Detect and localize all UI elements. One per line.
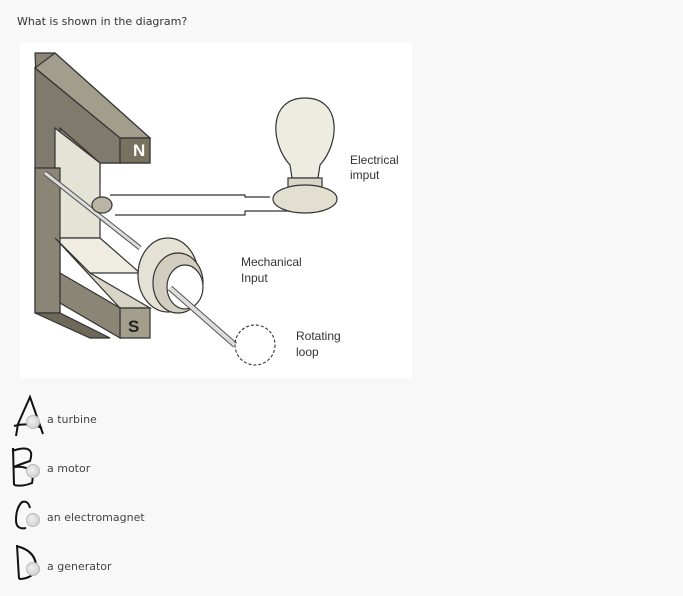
electrical-input-label-line2: imput [350, 168, 380, 182]
option-label: a motor [47, 462, 91, 475]
mechanical-input-label-line1: Mechanical [241, 255, 302, 269]
wires [110, 194, 295, 216]
option-d[interactable]: a generator [8, 544, 308, 585]
option-label: an electromagnet [47, 511, 145, 524]
north-pole-label: N [133, 141, 145, 160]
question-text: What is shown in the diagram? [17, 15, 188, 28]
light-bulb [272, 97, 338, 214]
radio-button[interactable] [26, 562, 40, 576]
horseshoe-magnet [34, 52, 153, 340]
option-b[interactable]: a motor [8, 447, 308, 487]
option-label: a turbine [47, 413, 97, 426]
rotating-loop-label-line2: loop [296, 345, 319, 359]
handwritten-letter-c-icon [14, 500, 31, 530]
radio-button[interactable] [26, 415, 40, 429]
rotation-arrow [234, 324, 276, 366]
radio-button[interactable] [26, 464, 40, 478]
radio-button[interactable] [26, 513, 40, 527]
electrical-input-label-line1: Electrical [350, 153, 399, 167]
option-a[interactable]: a turbine [8, 394, 308, 438]
mechanical-input-label-line2: Input [241, 271, 268, 285]
coil [43, 171, 237, 348]
option-c[interactable]: an electromagnet [8, 500, 308, 536]
handwritten-letter-b-icon [11, 447, 34, 487]
south-pole-label: S [128, 317, 139, 336]
option-label: a generator [47, 560, 112, 573]
rotating-loop-label-line1: Rotating [296, 329, 341, 343]
generator-diagram: N S Electrical imput Mechanical Input [20, 43, 412, 378]
